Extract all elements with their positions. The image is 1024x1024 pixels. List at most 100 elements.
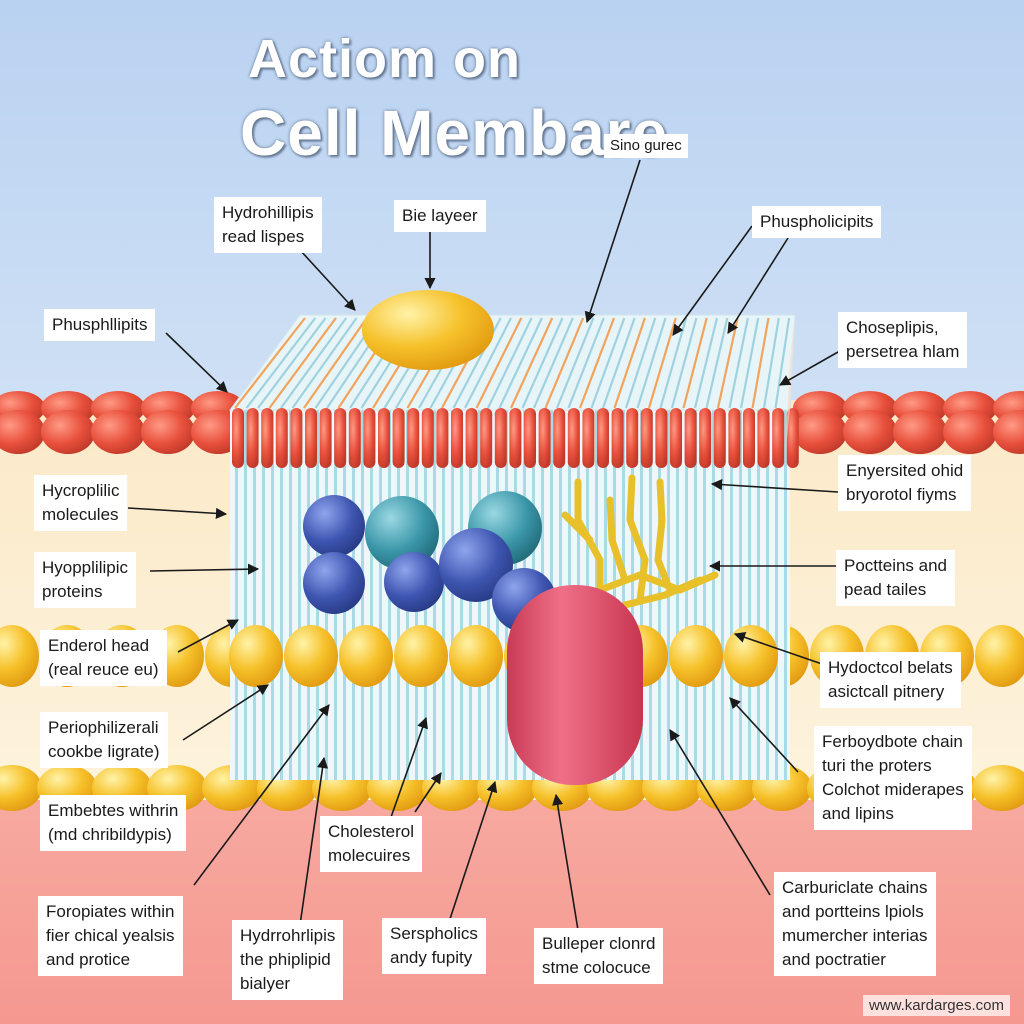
label-line: Cholesterol — [328, 822, 414, 841]
red-head — [141, 410, 195, 454]
lipid-stripe — [601, 317, 636, 409]
carbohydrate-chains — [561, 474, 719, 609]
label-line: molecuires — [328, 846, 411, 865]
lipid-stripe — [739, 317, 760, 409]
lipid-stripe — [705, 317, 729, 409]
phospholipid-head — [553, 408, 566, 468]
lipid-stripe — [268, 317, 337, 409]
lipid-stripe — [670, 317, 698, 409]
label-chosphipids: Choseplipis, persetrea hlam — [838, 312, 968, 368]
phospholipid-head — [232, 408, 244, 468]
label-line: Bulleper clonrd — [542, 934, 656, 953]
label-line: bialyer — [240, 974, 291, 993]
lipid-stripe — [636, 317, 667, 409]
label-line: Colchot miderapes — [822, 780, 964, 799]
phospholipid-head — [728, 408, 741, 468]
phospholipid-head — [509, 408, 522, 468]
lipid-stripe — [475, 317, 523, 409]
label-line: (real reuce eu) — [48, 660, 159, 679]
phospholipid-head — [524, 408, 536, 468]
label-line: and lipins — [822, 804, 894, 823]
phospholipid-head — [597, 408, 609, 468]
phospholipid-head — [305, 408, 317, 468]
label-line: andy fupity — [390, 948, 473, 967]
label-line: Hydrrohrlipis — [240, 926, 336, 945]
label-line: persetrea hlam — [846, 342, 960, 361]
phospholipid-head — [465, 408, 478, 468]
label-enderol-head: Enderol head (real reuce eu) — [40, 630, 167, 686]
red-head — [843, 410, 897, 454]
phospholipid-head — [626, 408, 639, 468]
label-line: and protice — [46, 950, 131, 969]
label-line: pead tailes — [844, 580, 927, 599]
lipid-stripe — [521, 317, 564, 409]
phospholipid-head — [567, 408, 580, 468]
blue-sphere — [303, 552, 365, 614]
lipid-stripe — [693, 317, 719, 409]
label-line: Enyersited ohid — [846, 461, 964, 480]
phospholipid-head — [538, 408, 551, 468]
label-line: Hydoctcol belats — [828, 658, 953, 677]
label-cholesterol: Cholesterol molecuires — [320, 816, 422, 872]
phospholipid-head — [655, 408, 668, 468]
title-line-2: Cell Membare — [240, 97, 669, 169]
phospholipid-head — [275, 408, 288, 468]
lipid-stripe — [544, 317, 585, 409]
lipid-stripe — [590, 317, 626, 409]
yellow-head — [972, 765, 1024, 811]
lipid-stripe — [498, 317, 543, 409]
yellow-head — [394, 625, 448, 687]
label-line: Embebtes withrin — [48, 801, 179, 820]
yellow-head — [0, 765, 42, 811]
yellow-head — [975, 625, 1024, 687]
lipid-stripe — [509, 317, 554, 409]
label-line: Periophilizerali — [48, 718, 159, 737]
label-line: Hyopplilipic — [42, 558, 128, 577]
phospholipid-head — [772, 408, 785, 468]
pointer-arrows — [127, 159, 839, 931]
label-line: Enderol head — [48, 636, 150, 655]
label-embedded: Embebtes withrin (md chribildypis) — [40, 795, 187, 851]
red-head — [0, 410, 45, 454]
phospholipid-head — [246, 408, 259, 468]
phospholipid-head — [684, 408, 697, 468]
phospholipid-head — [436, 408, 449, 468]
red-head — [893, 410, 947, 454]
red-head — [793, 410, 847, 454]
watermark: www.kardarges.com — [862, 995, 1010, 1016]
lipid-stripe — [303, 317, 368, 409]
yellow-head — [449, 625, 503, 687]
yellow-head — [669, 625, 723, 687]
lipid-stripe — [728, 317, 749, 409]
label-line: and portteins lpiols — [782, 902, 924, 921]
lipid-stripe — [464, 317, 512, 409]
lipid-stripe — [234, 317, 306, 409]
label-line: Ferboydbote chain — [822, 732, 963, 751]
lipid-stripe — [762, 317, 780, 409]
label-line: Bie layeer — [402, 206, 478, 225]
phospholipid-head — [290, 408, 303, 468]
phospholipid-head — [670, 408, 682, 468]
label-line: Hydrohillipis — [222, 203, 314, 222]
label-bilayer: Bie layeer — [394, 200, 486, 232]
label-line: fier chical yealsis — [46, 926, 175, 945]
outer-phospholipid-heads — [0, 391, 1024, 454]
title-line-1: Actiom on — [248, 29, 521, 89]
label-line: Choseplipis, — [846, 318, 939, 337]
phospholipid-head — [743, 408, 755, 468]
phospholipid-head — [261, 408, 274, 468]
phospholipid-head — [480, 408, 493, 468]
label-signal: Sino gurec — [604, 134, 688, 158]
label-line: (md chribildypis) — [48, 825, 172, 844]
phospholipid-head — [407, 408, 420, 468]
yellow-head — [724, 625, 778, 687]
label-line: Phuspholicipits — [760, 212, 874, 231]
